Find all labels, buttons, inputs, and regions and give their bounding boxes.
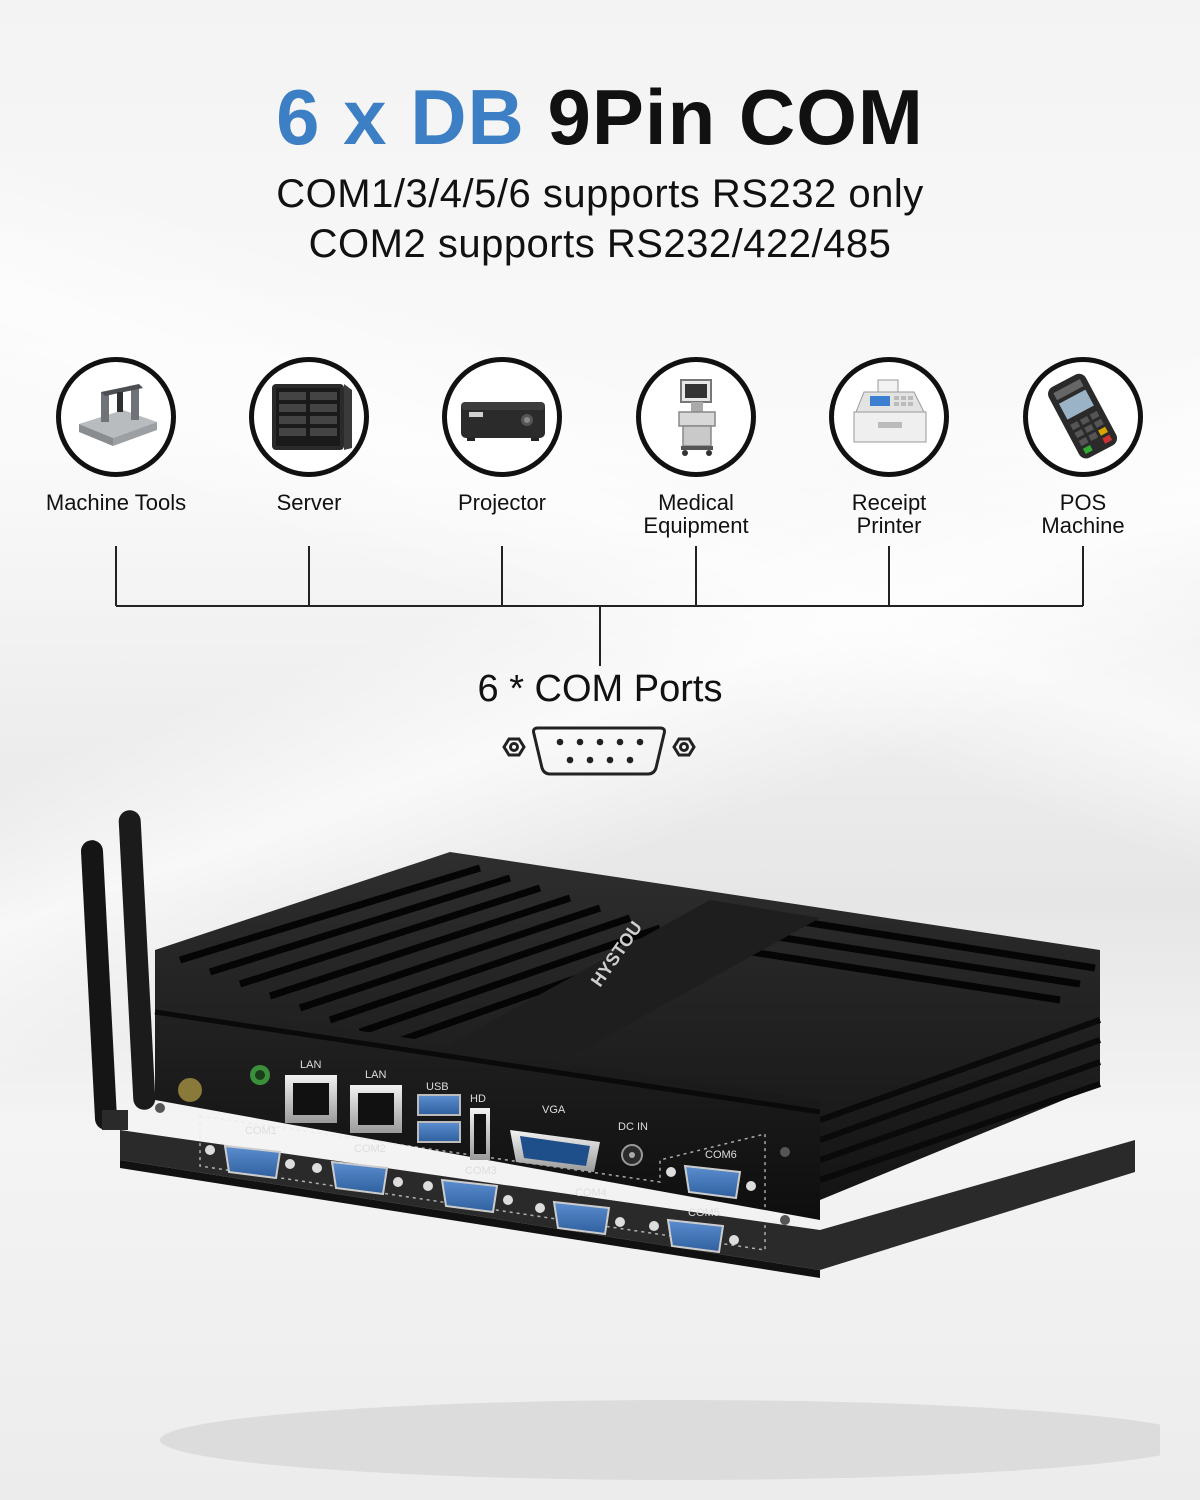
application-server: Server — [212, 357, 406, 514]
application-medical-equipment: Medical Equipment — [599, 357, 793, 537]
com6-label: COM6 — [705, 1149, 737, 1161]
application-pos-machine: POS Machine — [986, 357, 1180, 537]
application-receipt-printer: Receipt Printer — [792, 357, 986, 537]
application-label: POS Machine — [1041, 490, 1125, 538]
com5-label: COM5 — [688, 1207, 720, 1219]
hd-label: HD — [470, 1093, 486, 1105]
application-label: Projector — [457, 490, 547, 515]
connector-tree — [115, 546, 1084, 666]
subtitle-line-2: COM2 supports RS232/422/485 — [308, 222, 892, 266]
vga-label: VGA — [542, 1104, 566, 1116]
lan-2-label: LAN — [365, 1069, 386, 1081]
machine-tools-icon — [56, 357, 176, 477]
receipt-printer-icon — [829, 357, 949, 477]
pos-machine-icon — [1023, 357, 1143, 477]
com3-label: COM3 — [465, 1165, 497, 1177]
com1-label: COM1 — [245, 1125, 277, 1137]
title-accent: 6 x DB — [276, 73, 525, 161]
subtitle-line-1: COM1/3/4/5/6 supports RS232 only — [276, 172, 924, 216]
server-icon — [249, 357, 369, 477]
lan-1-label: LAN — [300, 1059, 321, 1071]
com-ports-label: 6 * COM Ports — [477, 668, 723, 710]
application-label: Machine Tools — [45, 490, 187, 515]
application-label: Server — [276, 490, 342, 515]
application-label: Receipt Printer — [851, 490, 927, 538]
com4-label: COM4 — [575, 1187, 607, 1199]
application-machine-tools: Machine Tools — [19, 357, 213, 514]
com2-label: COM2 — [354, 1143, 386, 1155]
page-title: 6 x DB 9Pin COM — [0, 72, 1200, 163]
db9-connector-icon — [502, 726, 696, 776]
medical-equipment-icon — [636, 357, 756, 477]
projector-icon — [442, 357, 562, 477]
dcin-label: DC IN — [618, 1121, 648, 1133]
mini-pc-device: HYSTOU LAN LAN USB HD VGA DC IN — [80, 810, 1160, 1480]
application-label: Medical Equipment — [643, 490, 749, 538]
title-rest: 9Pin COM — [547, 73, 924, 161]
usb-label: USB — [426, 1081, 449, 1093]
application-projector: Projector — [405, 357, 599, 514]
